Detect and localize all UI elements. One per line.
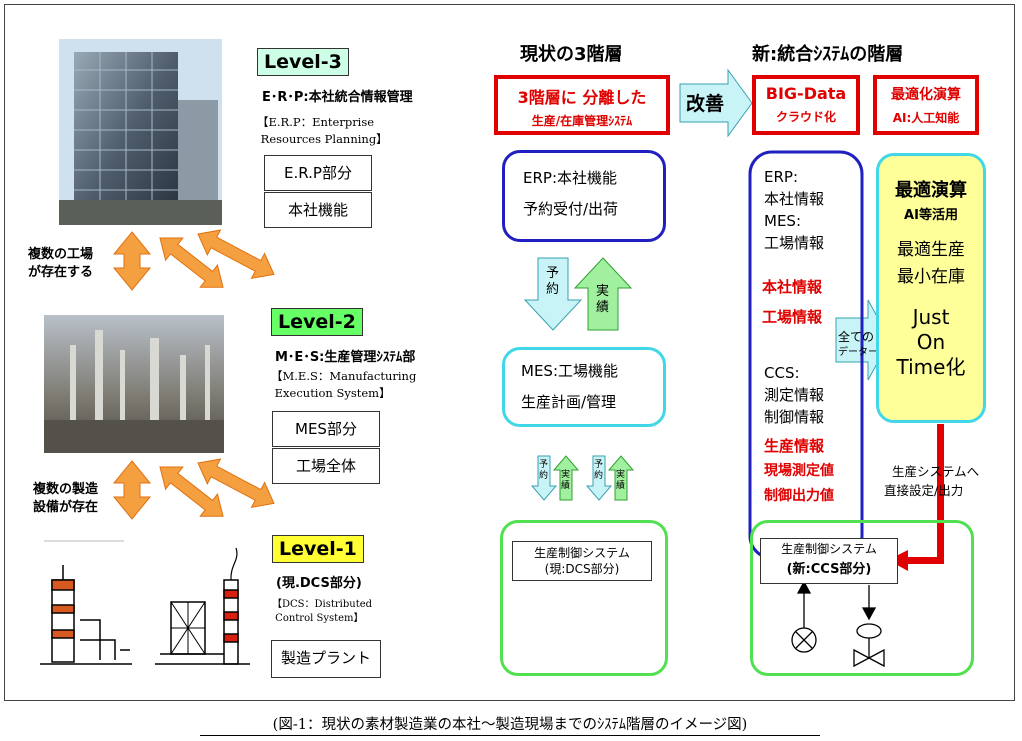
level3-title: E･R･P:本社統合情報管理 bbox=[262, 90, 413, 105]
ai-title: 最適演算 bbox=[895, 180, 967, 201]
direct-line2: 直接設定/出力 bbox=[884, 483, 964, 498]
level1-desc: 【DCS：Distributed Control System】 bbox=[272, 599, 373, 624]
erp-line1: ERP:本社機能 bbox=[523, 169, 617, 187]
small-up-label-2: 実績 bbox=[616, 470, 626, 491]
small-up-label-1: 実績 bbox=[561, 470, 571, 491]
ai-optimal-production: 最適生産 bbox=[897, 240, 965, 260]
blue-factory-info: 工場情報 bbox=[764, 234, 825, 252]
blue-red-1: 本社情報 工場情報 bbox=[762, 272, 822, 332]
bigdata-line2: クラウド化 bbox=[775, 110, 836, 124]
blue-mes: MES: bbox=[764, 212, 801, 230]
new-control-line2: (新:CCS部分) bbox=[786, 562, 872, 577]
all-data-line1: 全ての bbox=[838, 330, 875, 344]
small-down-label-2: 予約 bbox=[594, 460, 604, 481]
arrow-up-result bbox=[573, 257, 633, 331]
red-field-values: 現場測定値 bbox=[764, 463, 834, 479]
level1-title: (現.DCS部分) bbox=[276, 576, 362, 591]
level3-box-hq: 本社機能 bbox=[264, 192, 372, 228]
small-arrows bbox=[530, 455, 635, 501]
current-control-line1: 生産制御システム bbox=[534, 546, 630, 560]
current-redbox: 3階層に 分離した 生産/在庫管理ｼｽﾃﾑ bbox=[494, 75, 670, 135]
blue-hq-info: 本社情報 bbox=[764, 190, 825, 208]
level3-box-erp: E.R.P部分 bbox=[264, 155, 372, 191]
arrow-up-label: 実績 bbox=[596, 284, 610, 315]
direct-output-label: 生産システムへ 直接設定/出力 bbox=[884, 462, 980, 500]
red-production-info: 生産情報 bbox=[764, 437, 825, 455]
current-control-line2: (現:DCS部分) bbox=[544, 562, 620, 576]
red-factory-info: 工場情報 bbox=[762, 308, 823, 326]
current-redbox-line1: 3階層に 分離した bbox=[517, 88, 647, 107]
blue-erp: ERP: bbox=[764, 168, 798, 186]
arrow-down-label: 予約 bbox=[546, 266, 560, 297]
mes-line2: 生産計画/管理 bbox=[521, 393, 617, 411]
new-control-box bbox=[750, 520, 974, 676]
blue-red-2: 生産情報 現場測定値 制御出力値 bbox=[764, 434, 834, 509]
ai-min-inventory: 最小在庫 bbox=[897, 267, 965, 287]
all-data-line2: データー bbox=[838, 347, 878, 358]
mes-box: MES:工場機能 生産計画/管理 bbox=[502, 347, 666, 427]
ai-subtitle: AI等活用 bbox=[904, 208, 958, 223]
erp-box: ERP:本社機能 予約受付/出荷 bbox=[502, 150, 666, 242]
hq-building-image bbox=[59, 39, 222, 225]
kaizen-arrow bbox=[679, 68, 753, 138]
kaizen-label: 改善 bbox=[686, 93, 725, 115]
figure-caption: (図-1：現状の素材製造業の本社～製造現場までのｼｽﾃﾑ階層のイメージ図) bbox=[200, 713, 820, 736]
erp-line2: 予約受付/出荷 bbox=[523, 200, 619, 218]
blue-info-1: ERP: 本社情報 MES: 工場情報 bbox=[764, 166, 824, 254]
new-control-label: 生産制御システム (新:CCS部分) bbox=[760, 538, 898, 584]
direct-output-arrow bbox=[888, 424, 944, 571]
factory-image bbox=[44, 315, 224, 453]
orange-arrows bbox=[112, 229, 275, 520]
current-control-label: 生産制御システム (現:DCS部分) bbox=[512, 541, 652, 581]
level2-badge: Level-2 bbox=[271, 308, 363, 336]
current-heading: 現状の3階層 bbox=[520, 44, 623, 65]
ai-optimization-box: 最適演算 AI等活用 最適生産 最小在庫 Just On Time化 bbox=[876, 153, 986, 423]
level2-desc: 【M.E.S：Manufacturing Execution System】 bbox=[271, 369, 417, 400]
level1-box-plant: 製造プラント bbox=[271, 640, 381, 678]
direct-line1: 生産システムへ bbox=[892, 464, 980, 479]
blue-control: 制御情報 bbox=[764, 408, 825, 426]
current-redbox-line2: 生産/在庫管理ｼｽﾃﾑ bbox=[531, 114, 633, 128]
level2-box-mes: MES部分 bbox=[272, 411, 380, 447]
opt-line1: 最適化演算 bbox=[891, 87, 961, 103]
level1-badge: Level-1 bbox=[272, 535, 364, 563]
small-down-label-1: 予約 bbox=[539, 460, 549, 481]
ai-jit-3: Time化 bbox=[896, 355, 966, 379]
ai-jit: Just On Time化 bbox=[879, 305, 983, 380]
all-data-label: 全ての データー bbox=[838, 330, 878, 360]
bigdata-box: BIG-Data クラウド化 bbox=[752, 75, 860, 135]
new-heading: 新:統合ｼｽﾃﾑの階層 bbox=[752, 44, 904, 65]
ai-jit-2: On bbox=[916, 330, 946, 354]
level3-badge: Level-3 bbox=[257, 48, 349, 76]
blue-ccs: CCS: bbox=[764, 364, 800, 382]
arrow-down-reserve bbox=[523, 257, 583, 331]
diagram-frame bbox=[4, 4, 1015, 701]
note-multiple-factories: 複数の工場 が存在する bbox=[28, 247, 94, 280]
opt-box: 最適化演算 AI:人工知能 bbox=[873, 75, 979, 135]
red-control-output: 制御出力値 bbox=[764, 488, 834, 504]
opt-line2: AI:人工知能 bbox=[892, 111, 960, 125]
level2-title: M･E･S:生産管理ｼｽﾃﾑ部 bbox=[275, 350, 416, 365]
plant-drawing bbox=[40, 540, 250, 665]
blue-info-2: CCS: 測定情報 制御情報 bbox=[764, 362, 824, 428]
bigdata-line1: BIG-Data bbox=[765, 84, 847, 103]
note-multiple-equipment: 複数の製造 設備が存在 bbox=[33, 482, 99, 515]
ctrl-symbols-new bbox=[791, 580, 885, 668]
level2-box-factory: 工場全体 bbox=[272, 448, 380, 484]
mes-line1: MES:工場機能 bbox=[521, 362, 618, 380]
red-hq-info: 本社情報 bbox=[762, 278, 823, 296]
new-control-line1: 生産制御システム bbox=[781, 542, 877, 556]
level3-desc: 【E.R.P：Enterprise Resources Planning】 bbox=[257, 115, 388, 146]
blue-measure: 測定情報 bbox=[764, 386, 825, 404]
ai-jit-1: Just bbox=[912, 305, 950, 329]
